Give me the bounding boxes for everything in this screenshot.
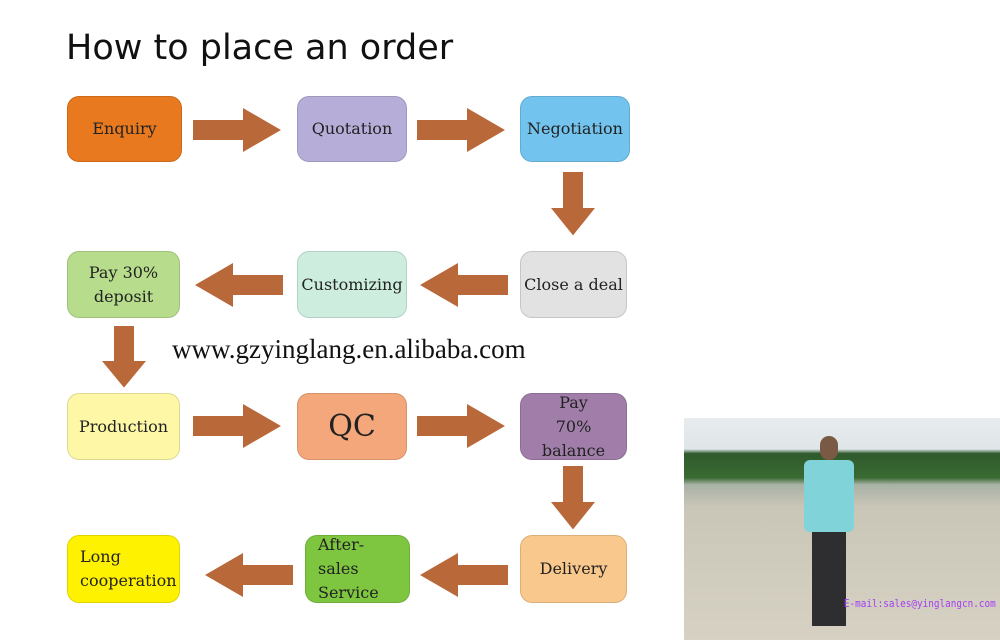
step-enquiry: Enquiry	[67, 96, 182, 162]
arrow-right-icon	[193, 404, 281, 448]
arrows	[102, 108, 595, 597]
email-text: E-mail:sales@yinglangcn.com	[844, 597, 996, 610]
person-figure	[804, 436, 854, 631]
step-production: Production	[67, 393, 180, 460]
step-pay-deposit: Pay 30% deposit	[67, 251, 180, 318]
arrow-left-icon	[420, 553, 508, 597]
arrow-right-icon	[193, 108, 281, 152]
step-close-deal: Close a deal	[520, 251, 627, 318]
step-negotiation: Negotiation	[520, 96, 630, 162]
arrow-down-icon	[102, 326, 146, 388]
arrow-left-icon	[420, 263, 508, 307]
arrow-right-icon	[417, 404, 505, 448]
step-pay-balance: Pay 70% balance	[520, 393, 627, 460]
step-after-sales: After-sales Service	[305, 535, 410, 603]
step-qc: QC	[297, 393, 407, 460]
step-delivery: Delivery	[520, 535, 627, 603]
step-quotation: Quotation	[297, 96, 407, 162]
step-long-cooperation: Long cooperation	[67, 535, 180, 603]
website-url: www.gzyinglang.en.alibaba.com	[172, 334, 526, 364]
person-photo: E-mail:sales@yinglangcn.com	[684, 418, 1000, 640]
page-title: How to place an order	[66, 28, 454, 68]
arrow-right-icon	[417, 108, 505, 152]
step-customizing: Customizing	[297, 251, 407, 318]
arrow-left-icon	[205, 553, 293, 597]
arrow-down-icon	[551, 466, 595, 530]
arrow-down-icon	[551, 172, 595, 236]
arrow-left-icon	[195, 263, 283, 307]
